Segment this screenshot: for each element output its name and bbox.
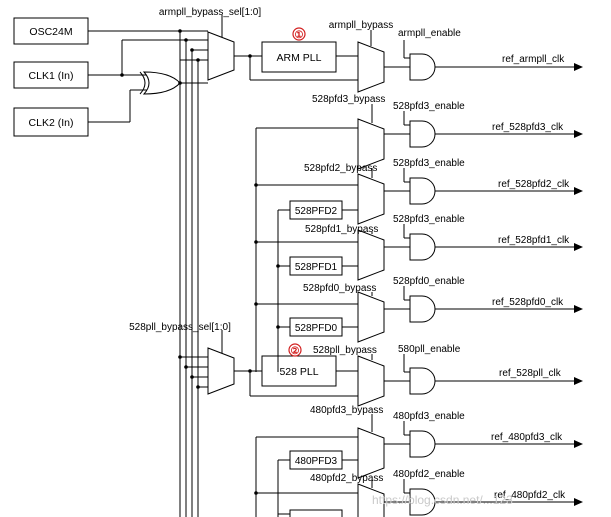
pfd3-480-enable-label: 480pfd3_enable	[393, 411, 465, 422]
arm-and-gate	[409, 53, 436, 81]
pfd2-480-out-label: ref_480pfd2_clk	[494, 490, 566, 501]
arm-enable-label: armpll_enable	[398, 28, 461, 39]
pfd0-528-out-label: ref_528pfd0_clk	[492, 297, 564, 308]
arm-marker	[292, 27, 306, 41]
clk1-label: CLK1 (In)	[29, 70, 74, 82]
arm-marker-text: ①	[295, 30, 304, 41]
pfd0-528-enable-label: 528pfd0_enable	[393, 276, 465, 287]
arm-bypass-label: armpll_bypass	[329, 20, 393, 31]
arm-bypass-mux	[357, 41, 385, 93]
pfd2-528-mux	[357, 173, 385, 225]
source-wiring	[88, 29, 208, 517]
p480-fanout-wiring	[254, 436, 358, 517]
pfd3-528-bypass-label: 528pfd3_bypass	[312, 94, 385, 105]
pfd2-528-out-label: ref_528pfd2_clk	[498, 179, 570, 190]
pfd2-480-enable-label: 480pfd2_enable	[393, 469, 465, 480]
pfd3-480-out-label: ref_480pfd3_clk	[491, 432, 563, 443]
osc24m-block	[13, 17, 89, 45]
pfd1-528-and-gate	[409, 233, 436, 261]
p528-pll-block	[261, 355, 337, 387]
clk1-block	[13, 61, 89, 89]
p528-bypass-mux	[357, 355, 385, 407]
p528-pll-label: 528 PLL	[279, 366, 318, 378]
clk2-label: CLK2 (In)	[29, 117, 74, 129]
osc24m-label: OSC24M	[29, 26, 72, 38]
arm-pll-block	[261, 41, 337, 73]
pfd0-528-mux	[357, 291, 385, 343]
pfd2-528-block-label: 528PFD2	[295, 206, 338, 217]
p528-out-label: ref_528pll_clk	[499, 368, 562, 379]
pfd3-480-mux	[357, 427, 385, 479]
pfd3-528-and-gate	[409, 120, 436, 148]
pfd1-528-mux	[357, 229, 385, 281]
arm-out-label: ref_armpll_clk	[502, 54, 565, 65]
pfd3-480-block-label: 480PFD3	[295, 456, 338, 467]
p528-bypass-label: 528pll_bypass	[313, 345, 377, 356]
p528-sel-mux	[207, 347, 235, 395]
pfd3-480-and-gate	[409, 430, 436, 458]
p528-fanout-wiring	[254, 127, 358, 372]
arm-sel-label: armpll_bypass_sel[1:0]	[159, 7, 261, 18]
pfd3-528-out-label: ref_528pfd3_clk	[492, 122, 564, 133]
clk2-block	[13, 107, 89, 137]
pfd2-528-and-gate	[409, 177, 436, 205]
pfd3-528-mux	[357, 118, 385, 170]
pfd1-528-block-label: 528PFD1	[295, 262, 338, 273]
p528-sel-label: 528pll_bypass_sel[1:0]	[129, 322, 231, 333]
pfd3-528-enable-label: 528pfd3_enable	[393, 101, 465, 112]
pfd2-528-enable-label: 528pfd3_enable	[393, 158, 465, 169]
arm-sel-mux	[207, 31, 235, 81]
pfd3-480-bypass-label: 480pfd3_bypass	[310, 405, 383, 416]
p528-marker-text: ②	[291, 346, 300, 357]
p528-marker	[288, 343, 302, 357]
pfd2-480-mux	[357, 483, 385, 517]
watermark-text: https://blog.csdn.net/...123	[372, 493, 513, 507]
pfd2-528-bypass-label: 528pfd2_bypass	[304, 163, 377, 174]
pfd0-528-bypass-label: 528pfd0_bypass	[303, 283, 376, 294]
pfd0-528-block-label: 528PFD0	[295, 323, 338, 334]
pfd2-480-bypass-label: 480pfd2_bypass	[310, 473, 383, 484]
pfd2-480-and-gate	[409, 488, 436, 516]
pfd1-528-enable-label: 528pfd3_enable	[393, 214, 465, 225]
xor-gate	[139, 71, 181, 95]
p528-enable-label: 580pll_enable	[398, 344, 461, 355]
pfd0-528-and-gate	[409, 295, 436, 323]
pfd1-528-bypass-label: 528pfd1_bypass	[305, 224, 378, 235]
p528-and-gate	[409, 367, 436, 395]
pfd1-528-out-label: ref_528pfd1_clk	[498, 235, 570, 246]
arm-pll-label: ARM PLL	[277, 52, 322, 64]
